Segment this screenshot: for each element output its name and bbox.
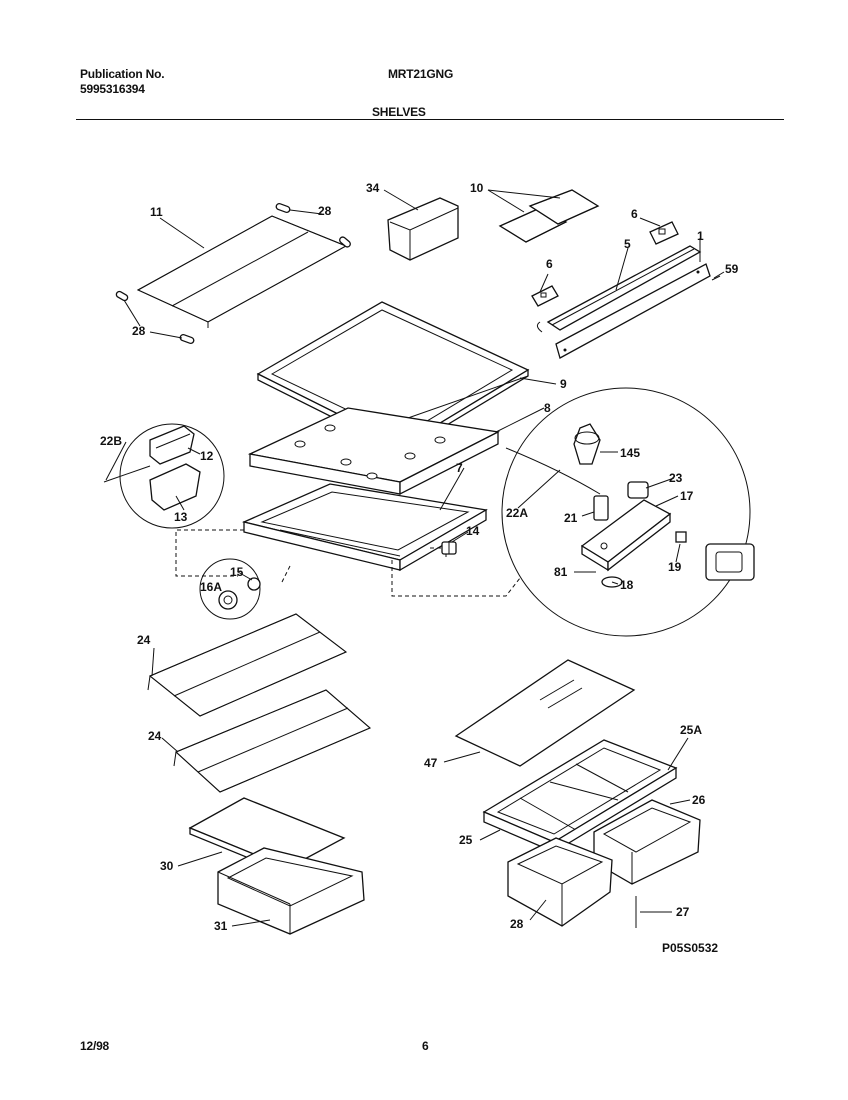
callout-28: 28 — [318, 204, 332, 218]
model-number: MRT21GNG — [388, 67, 454, 81]
callout-6: 6 — [631, 207, 638, 221]
callout-28: 28 — [132, 324, 146, 338]
fresh-food-wire-shelf-upper — [147, 613, 347, 717]
callout-13: 13 — [174, 510, 188, 524]
callout-22a: 22A — [506, 506, 528, 520]
callout-23: 23 — [669, 471, 683, 485]
door-bin — [387, 197, 459, 261]
glass-shelf-insert — [454, 659, 636, 767]
callout-16a: 16A — [200, 580, 222, 594]
footer-date: 12/98 — [80, 1039, 110, 1053]
callout-5: 5 — [624, 237, 631, 251]
callout-25a: 25A — [680, 723, 702, 737]
deli-drawer — [217, 847, 365, 935]
damper-detail-circle — [103, 423, 225, 529]
screw — [711, 275, 721, 281]
callout-27: 27 — [676, 905, 690, 919]
callout-8: 8 — [544, 401, 551, 415]
callout-17: 17 — [680, 489, 694, 503]
callout-19: 19 — [668, 560, 682, 574]
callout-47: 47 — [424, 756, 438, 770]
callout-14: 14 — [466, 524, 480, 538]
meat-pan-cover — [247, 407, 501, 496]
lamp-detail-circle — [199, 558, 261, 620]
ice-trays — [498, 189, 600, 243]
callout-81: 81 — [554, 565, 568, 579]
meat-pan-frame — [241, 483, 488, 572]
publication-number: 5995316394 — [80, 82, 145, 96]
callout-10: 10 — [470, 181, 484, 195]
publication-label: Publication No. — [80, 67, 165, 81]
callout-31: 31 — [214, 919, 228, 933]
callout-1: 1 — [697, 229, 704, 243]
callout-24: 24 — [137, 633, 151, 647]
light-socket — [441, 541, 457, 555]
callout-11: 11 — [150, 205, 163, 219]
callout-25: 25 — [459, 833, 473, 847]
freezer-wire-shelf — [136, 215, 348, 328]
diagram-code: P05S0532 — [662, 941, 718, 955]
callout-12: 12 — [200, 449, 214, 463]
callout-28: 28 — [510, 917, 524, 931]
section-title: SHELVES — [372, 105, 426, 119]
light-shield — [705, 543, 755, 581]
callout-59: 59 — [725, 262, 739, 276]
callout-145: 145 — [620, 446, 640, 460]
callout-24: 24 — [148, 729, 162, 743]
callout-21: 21 — [564, 511, 578, 525]
shelf-clip — [115, 202, 351, 345]
control-detail-circle — [501, 387, 751, 637]
crisper-drawer-right — [593, 799, 701, 885]
callout-30: 30 — [160, 859, 174, 873]
callout-6: 6 — [546, 257, 553, 271]
callout-18: 18 — [620, 578, 634, 592]
crisper-frame — [482, 739, 678, 854]
fresh-food-wire-shelf-lower — [173, 689, 371, 793]
callout-34: 34 — [366, 181, 380, 195]
callout-26: 26 — [692, 793, 706, 807]
callout-9: 9 — [560, 377, 567, 391]
callout-labels: 11 28 28 34 10 6 6 5 1 59 9 8 22B 12 13 … — [100, 181, 739, 933]
callout-15: 15 — [230, 565, 244, 579]
callout-22b: 22B — [100, 434, 122, 448]
header-divider — [76, 119, 784, 120]
mounting-bracket — [531, 221, 679, 307]
callout-leaders — [105, 189, 725, 927]
callout-7: 7 — [456, 461, 463, 475]
page-number: 6 — [422, 1039, 429, 1053]
crisper-drawer-left — [507, 837, 613, 927]
